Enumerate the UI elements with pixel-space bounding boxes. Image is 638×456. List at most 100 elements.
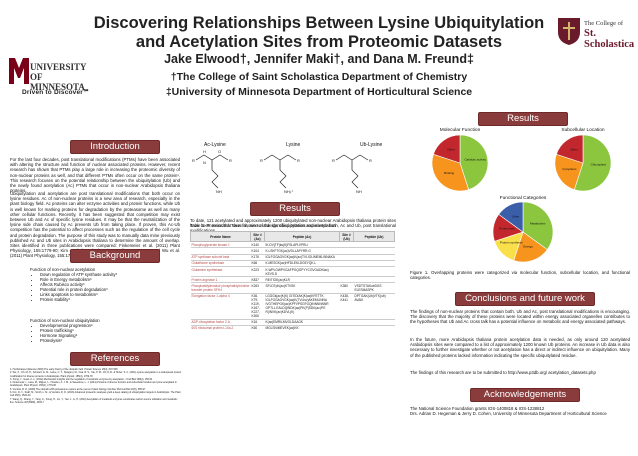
table-cell (339, 241, 354, 248)
pie-slice-label: Catalytic activity (464, 158, 486, 162)
table-cell: Phosphatidylinositol/ phosphatidylcholin… (190, 282, 251, 293)
background-acetylation-block: Function of non-nuclear acetylation Down… (30, 267, 180, 302)
pie-slice-label: Chloroplast (591, 162, 606, 166)
atom-nh: NH (356, 189, 362, 194)
pie-title: Subcellular Location (561, 128, 605, 133)
table-cell: DPTGAK(Ub)VTK(ub) AVAIK (353, 292, 395, 320)
atom-r: R (229, 158, 232, 163)
table-cell: VSDTSTAKubDGS ELESMASPK (353, 282, 395, 293)
pie-title: Molecular Function (439, 128, 481, 133)
pie-slice (554, 153, 584, 191)
table-caption: Table 1. Proteins that were shown to und… (190, 223, 336, 228)
logo-right-big: St. Scholastica (584, 28, 635, 50)
table-cell (339, 276, 354, 283)
table-cell: K263 (250, 282, 265, 293)
table-cell (339, 259, 354, 267)
acetylation-title: Function of non-nuclear acetylation (30, 267, 96, 272)
introduction-para-1: For the last four decades, post translat… (10, 157, 180, 194)
table-header: Peptide (Ub) (353, 230, 395, 243)
table-header: Peptide (Ac) (264, 230, 340, 243)
references-list: 1. Hochstrasser (Elsevier 2009) The earl… (10, 368, 182, 404)
atom-nh: NH (216, 189, 222, 194)
title-line-1: Discovering Relationships Between Lysine… (93, 14, 545, 32)
table-cell: Protein arginase 1 (190, 276, 251, 283)
table-cell: ADP-ribosylation factor 2-A (190, 318, 251, 326)
pie-slice-label: Protein synthesis (500, 241, 523, 245)
table-cell (353, 318, 395, 326)
introduction-heading: Introduction (70, 140, 160, 154)
table-header-row: Protein Name Site # (Ac) Peptide (Ac) Si… (190, 230, 395, 243)
title-line-2: and Acetylation Sites from Proteomic Dat… (135, 33, 503, 51)
table-cell (339, 247, 354, 255)
table-cell: Elongation factor 1-alpha 4 (190, 292, 251, 320)
reference-item: 1. Hochstrasser (Elsevier 2009) The earl… (10, 368, 118, 371)
reference-item: 4. Finkemeier, I., Laxa, M., Miguet, L.,… (10, 381, 177, 388)
atom-r: R (332, 158, 335, 163)
table-cell: K36, K79, K119, K167, K227, K306 (250, 292, 265, 320)
table-cell (353, 241, 395, 248)
pie-slice-label: Cytoplasm (562, 167, 577, 171)
acetylation-item: Role in Energy metabolism³ (40, 277, 180, 282)
table-row: Phosphatidylinositol/ phosphatidylcholin… (190, 282, 395, 293)
introduction-para-2: Ubiquitylation and acetylation are post … (10, 191, 180, 259)
poster-title: Discovering Relationships Between Lysine… (92, 14, 546, 52)
acetylation-item: Potential role in protein degradation³ (40, 287, 180, 292)
table-cell: Phosphoglycerate kinase 1 (190, 241, 251, 248)
pie-slice (431, 153, 470, 192)
acknowledgements-heading: Acknowledgements (470, 388, 580, 402)
table-header: Site # (Ub) (339, 230, 354, 243)
table-cell (339, 265, 354, 277)
pie-slice-label: Other (447, 148, 455, 152)
pie-title: Functional Categories (499, 196, 547, 201)
logo-right-small: The College of (584, 20, 623, 27)
table-cell (339, 324, 354, 332)
table-header: Protein Name (190, 230, 251, 243)
table-cell (339, 318, 354, 326)
atom-r: R (260, 158, 263, 163)
table-cell: LGGGk(ac)K(K) GITIDIAK(K)ac)KFETTK IGLFG… (264, 292, 340, 320)
table-cell (353, 253, 395, 261)
atom-o: O (218, 149, 221, 154)
table-cell: Glutathione synthetase (190, 259, 251, 267)
background-heading: Background (70, 249, 160, 263)
pie-slice (432, 134, 461, 164)
table-cell: K140 (250, 241, 265, 248)
pie-slice-label: Energy (523, 245, 533, 249)
table-cell: MGLSNIMEVEK(ac)KK (264, 324, 340, 332)
table-cell: IGLFGGAGVGK(ac)K(ac)TVLIOLIMEMLINNAKA (264, 253, 340, 261)
ubiquitylation-item: Developmental progression⁶ (40, 323, 180, 328)
pie-slice-label: Metabolism (530, 222, 546, 226)
table-cell: K66 (250, 259, 265, 267)
pie-slice (573, 134, 612, 192)
university-of-minnesota-logo: UNIVERSITY OF MINNESOTA Driven to Discov… (8, 50, 96, 110)
table-cell: 60S ribosomal protein L10a-2 (190, 324, 251, 332)
figure-caption: Figure 1. Overlapping proteins were cate… (410, 270, 630, 281)
table-cell: REITIGK(ac)KLR (264, 276, 340, 283)
atom-r: R (192, 158, 195, 163)
table-cell: K176 (250, 253, 265, 261)
acetylation-item: Protein stability³ (40, 297, 180, 302)
reference-item: 7. Wang, Q., Zhang, Y., Yang, C., Xiong,… (10, 397, 178, 404)
table-cell (353, 247, 395, 255)
pie-slice (522, 201, 554, 251)
ub-lysine-label: Ub-Lysine (360, 142, 383, 148)
pie-slice-label: Binding (444, 171, 454, 175)
st-scholastica-logo: The College of St. Scholastica (556, 16, 636, 76)
affiliation-2: ‡University of Minnesota Department of H… (165, 86, 473, 98)
acetylation-item: Down regulation of ATP synthase activity… (40, 272, 180, 277)
table-cell: K380 (339, 282, 354, 293)
table-cell (353, 259, 395, 267)
reference-item: 6. Kim, D.-Y., Scalf, M., Smith, L. M., … (10, 391, 181, 398)
affiliation-1: †The College of Saint Scholastica Depart… (170, 71, 468, 83)
pie-slice (513, 231, 548, 263)
logo-left-tagline: Driven to Discover℠ (22, 89, 90, 96)
conclusions-para-1: The findings of non-nuclear proteins tha… (410, 309, 630, 325)
table-cell: K16 (250, 318, 265, 326)
conclusions-para-2: In the future, more Arabidopsis thaliana… (410, 337, 630, 358)
table-cell: K60 (250, 324, 265, 332)
